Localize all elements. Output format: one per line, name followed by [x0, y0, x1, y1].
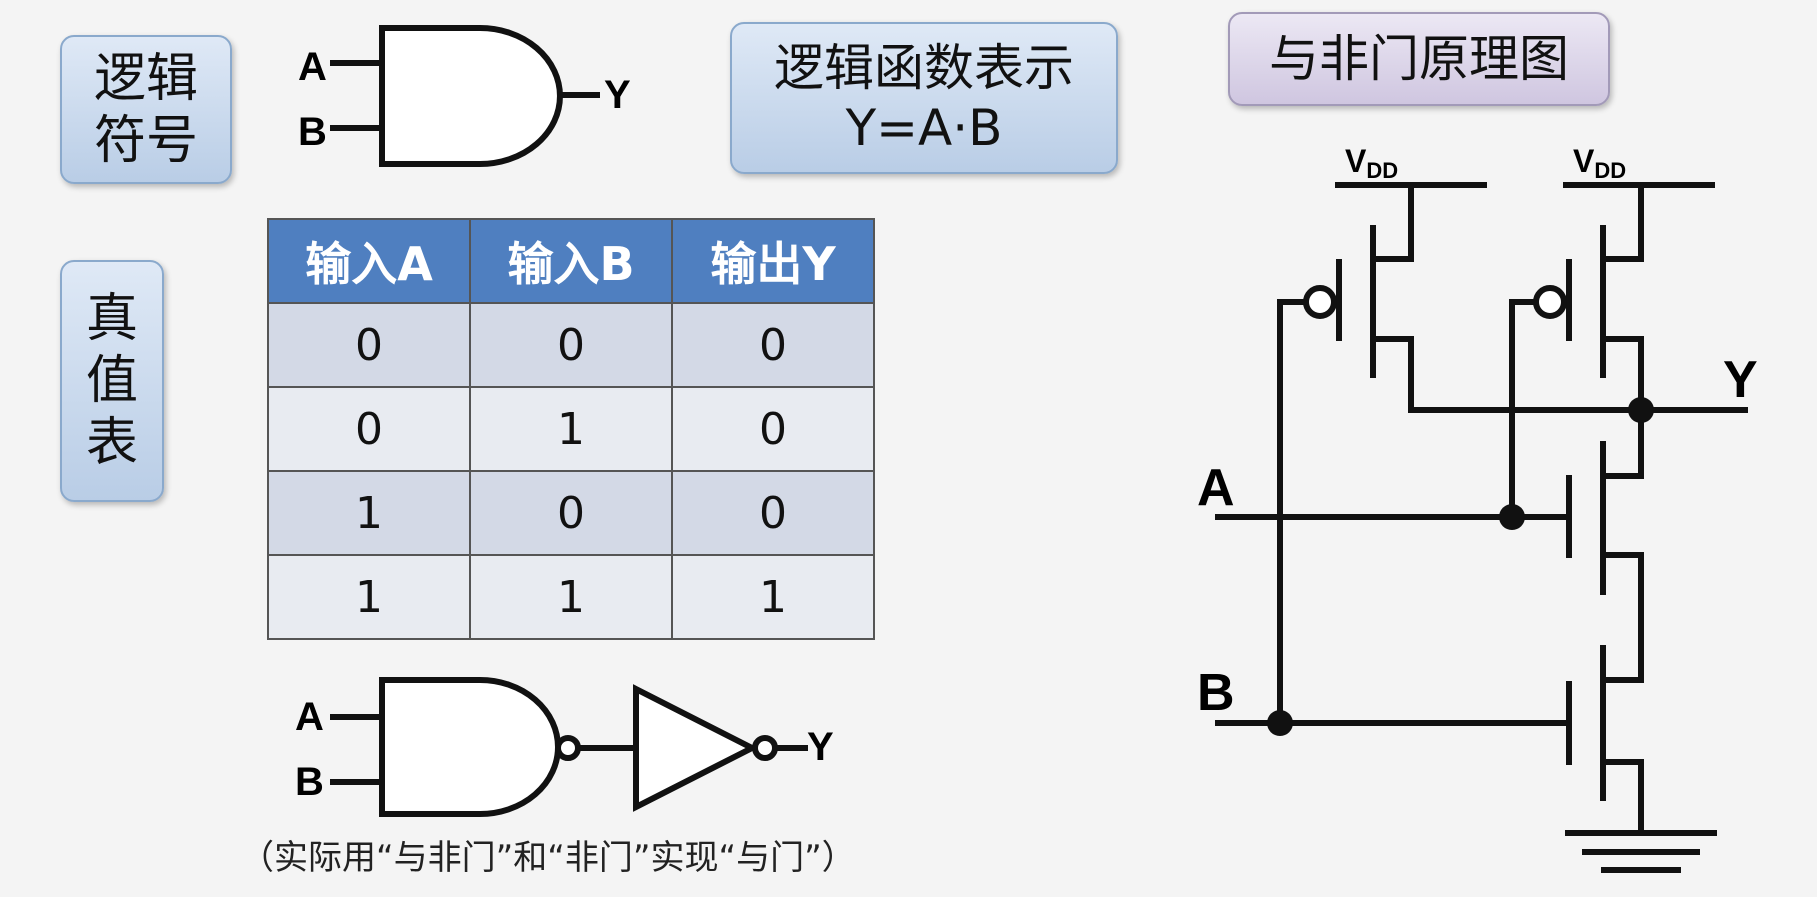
- logic-function-expression: Y=A·B: [845, 99, 1003, 157]
- logic-function-box: 逻辑函数表示 Y=A·B: [730, 22, 1118, 174]
- nand-input-b: B: [295, 760, 324, 804]
- table-row: 1 1 1: [267, 554, 875, 640]
- logic-symbol-label: 逻辑 符号: [60, 35, 232, 184]
- truth-table-line-1: 真: [85, 289, 138, 349]
- table-row: 0 1 0: [267, 386, 875, 472]
- truth-table-line-3: 表: [85, 413, 138, 473]
- table-row: 1 0 0: [267, 470, 875, 556]
- header-input-a: 输入A: [267, 218, 471, 304]
- and-gate-symbol: [330, 25, 600, 167]
- vdd-left-label: VDD: [1345, 143, 1398, 183]
- schematic-input-b: B: [1197, 664, 1235, 722]
- junction-dot: [1267, 710, 1293, 736]
- table-cell: 0: [469, 302, 673, 388]
- and-gate-input-a: A: [298, 45, 327, 89]
- table-cell: 1: [267, 470, 471, 556]
- truth-table-header-row: 输入A 输入B 输出Y: [267, 218, 875, 304]
- logic-function-title: 逻辑函数表示: [774, 39, 1074, 97]
- logic-symbol-line-2: 符号: [93, 110, 198, 171]
- schematic-input-a: A: [1197, 459, 1235, 517]
- header-output-y: 输出Y: [671, 218, 875, 304]
- table-cell: 0: [469, 470, 673, 556]
- schematic-output-y: Y: [1723, 351, 1758, 409]
- vdd-right-label: VDD: [1573, 143, 1626, 183]
- truth-table-label: 真 值 表: [60, 260, 164, 502]
- and-gate-output-y: Y: [604, 73, 631, 117]
- cmos-nand-schematic: [1215, 182, 1748, 873]
- nand-gate: [330, 677, 636, 817]
- junction-dot: [1499, 504, 1525, 530]
- schematic-title-box: 与非门原理图: [1228, 12, 1610, 106]
- truth-table: 输入A 输入B 输出Y 0 0 0 0 1 0 1 0 0 1 1 1: [267, 218, 875, 640]
- table-cell: 0: [267, 302, 471, 388]
- table-cell: 1: [267, 554, 471, 640]
- not-gate: [633, 684, 808, 812]
- table-cell: 1: [469, 386, 673, 472]
- table-cell: 0: [671, 302, 875, 388]
- header-input-b: 输入B: [469, 218, 673, 304]
- nand-input-a: A: [295, 695, 324, 739]
- junction-dots: [1267, 397, 1654, 736]
- table-cell: 0: [267, 386, 471, 472]
- junction-dot: [1628, 397, 1654, 423]
- table-cell: 1: [671, 554, 875, 640]
- schematic-title: 与非门原理图: [1269, 30, 1569, 88]
- truth-table-line-2: 值: [85, 351, 138, 411]
- not-output-y: Y: [807, 725, 834, 769]
- table-row: 0 0 0: [267, 302, 875, 388]
- table-cell: 1: [469, 554, 673, 640]
- table-cell: 0: [671, 386, 875, 472]
- implementation-note: （实际用“与非门”和“非门”实现“与门”）: [240, 838, 856, 878]
- logic-symbol-line-1: 逻辑: [93, 48, 198, 109]
- and-gate-input-b: B: [298, 110, 327, 154]
- table-cell: 0: [671, 470, 875, 556]
